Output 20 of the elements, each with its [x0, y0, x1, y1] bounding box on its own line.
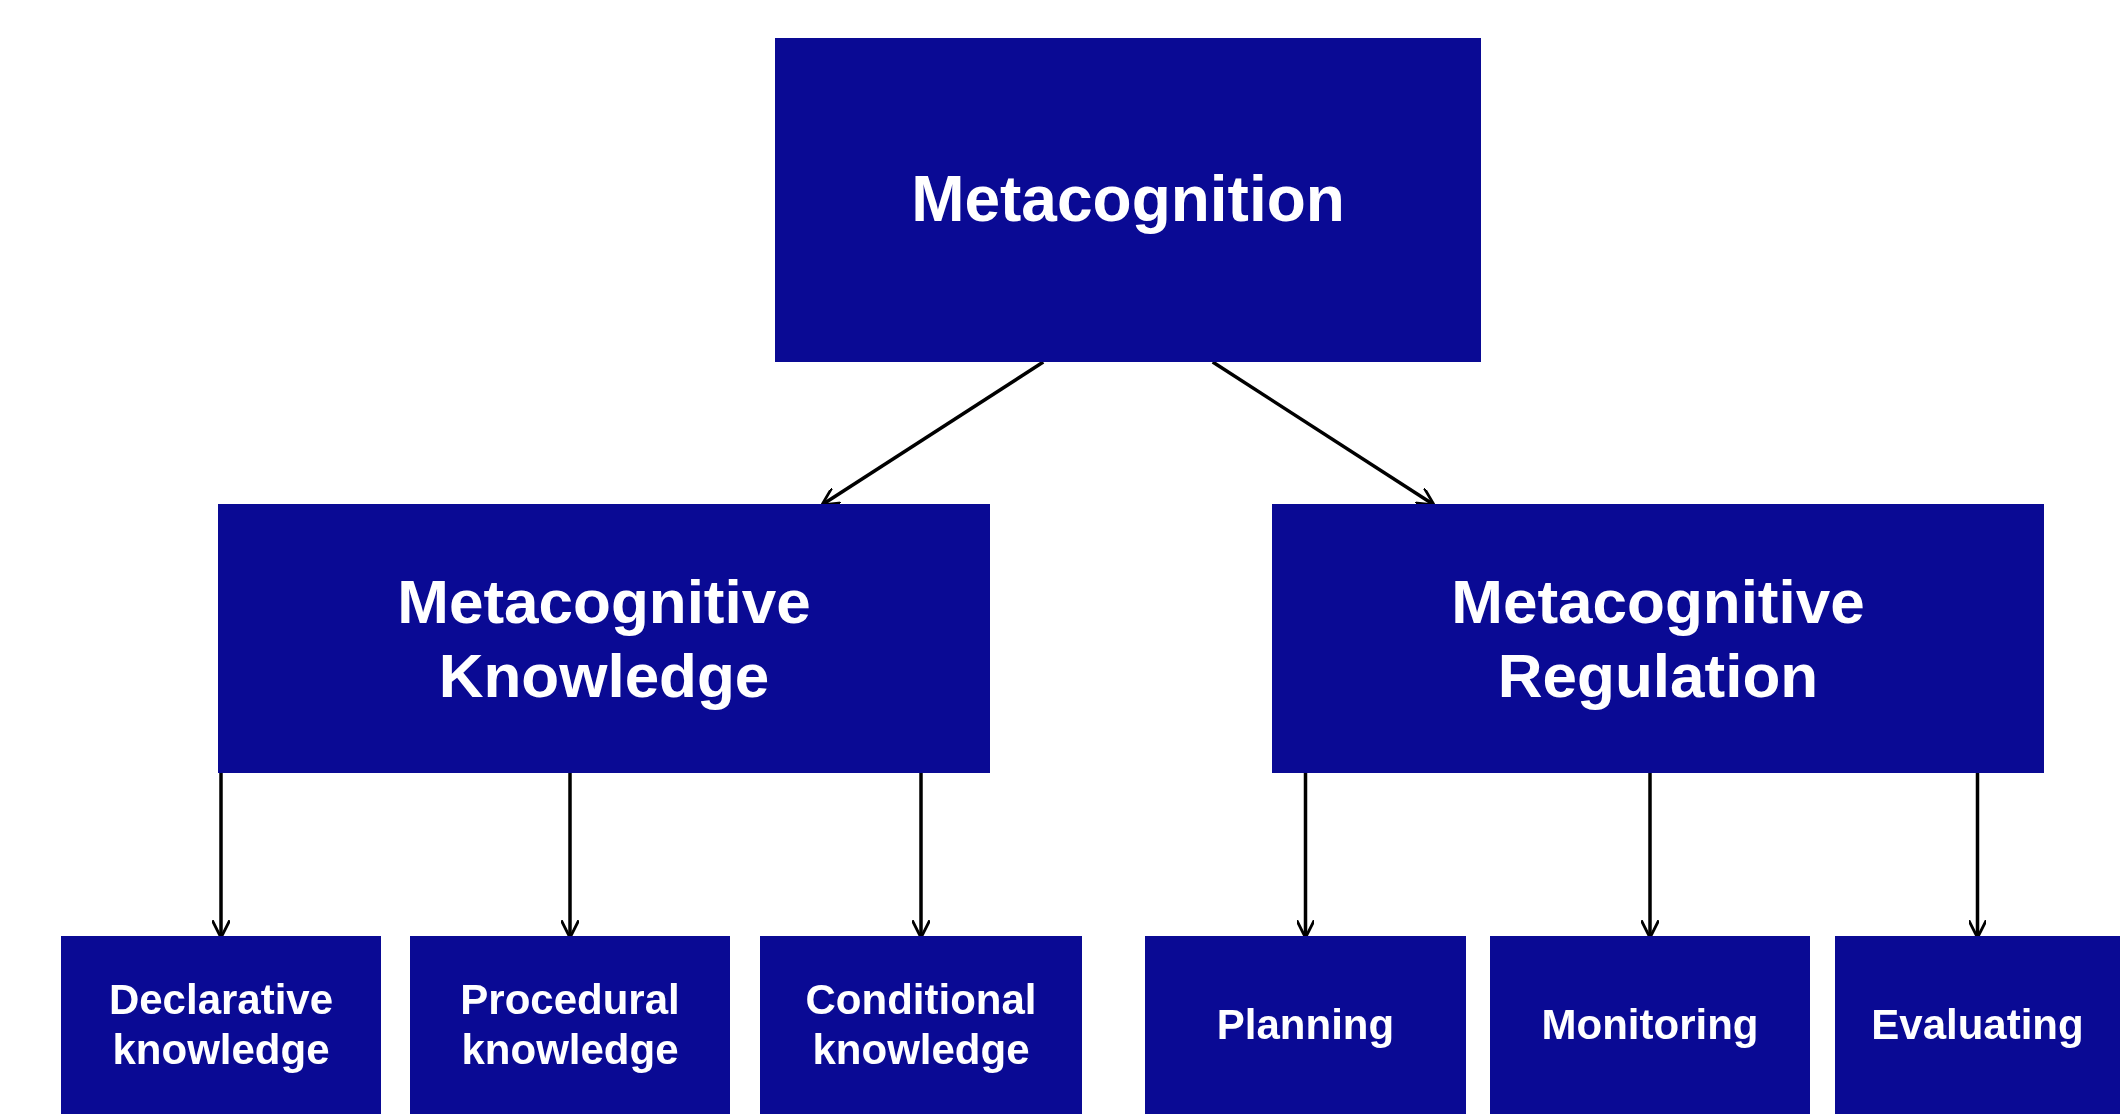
concept-box — [61, 936, 381, 1114]
concept-label: Declarative knowledge — [107, 975, 335, 1075]
concept-label: Metacognitive Regulation — [1450, 566, 1866, 712]
arrow — [1211, 360, 1436, 507]
concept-box — [218, 504, 990, 773]
concept-label: Monitoring — [1541, 1000, 1759, 1050]
concept-label: Procedural knowledge — [459, 975, 681, 1075]
concept-label: Planning — [1216, 1000, 1395, 1050]
concept-box — [1490, 936, 1810, 1114]
concept-box — [1272, 504, 2044, 773]
concept-label: Evaluating — [1871, 1000, 2084, 1050]
concept-box — [760, 936, 1082, 1114]
concept-box — [775, 38, 1481, 362]
concept-box — [1835, 936, 2120, 1114]
concept-box — [1145, 936, 1466, 1114]
concept-label: Conditional knowledge — [804, 975, 1038, 1075]
concept-box — [410, 936, 730, 1114]
concept-label: Metacognition — [911, 162, 1345, 238]
arrow — [820, 360, 1045, 507]
concept-label: Metacognitive Knowledge — [396, 566, 812, 712]
